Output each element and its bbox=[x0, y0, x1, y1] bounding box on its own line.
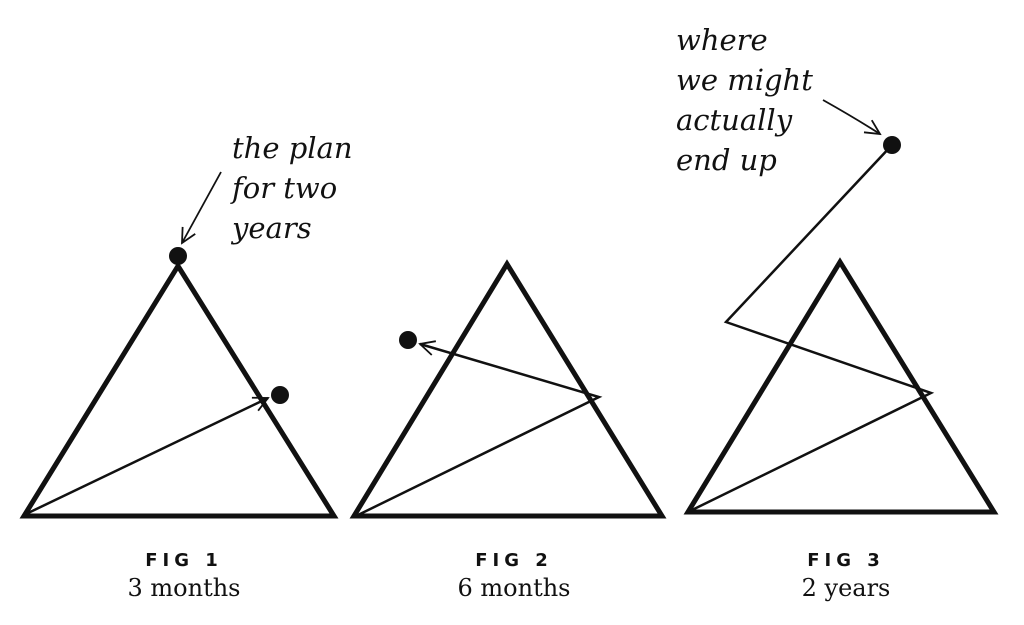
fig-1-progress-line bbox=[25, 398, 268, 516]
fig-1-annotation-line: for two bbox=[232, 171, 338, 205]
fig-1-annotation: the plan for two years bbox=[232, 128, 353, 248]
fig-1-period: 3 months bbox=[127, 574, 241, 602]
fig-3-caption: FIG 3 2 years bbox=[746, 549, 946, 603]
fig-1-annotation-line: the plan bbox=[232, 131, 353, 165]
fig-2-current-point bbox=[399, 331, 417, 349]
fig-3-progress-path bbox=[689, 144, 935, 513]
fig-1-caption: FIG 1 3 months bbox=[84, 549, 284, 603]
fig-1-annotation-arrow bbox=[182, 171, 222, 243]
fig-3-period: 2 years bbox=[801, 574, 891, 602]
fig-3-drawing bbox=[683, 99, 999, 515]
fig-1-label: FIG 1 bbox=[145, 550, 223, 571]
fig-2-caption: FIG 2 6 months bbox=[414, 549, 614, 603]
fig-3-triangle bbox=[683, 257, 999, 515]
fig-2-triangle bbox=[349, 259, 667, 519]
fig-1-annotation-line: years bbox=[232, 211, 312, 245]
fig-3-annotation-line: where bbox=[676, 23, 768, 57]
fig-2-label: FIG 2 bbox=[475, 550, 553, 571]
fig-3-end-point bbox=[883, 136, 901, 154]
fig-3-annotation-line: end up bbox=[676, 143, 777, 177]
fig-2-progress-path bbox=[357, 344, 603, 517]
fig-2-period: 6 months bbox=[457, 574, 571, 602]
fig-1-drawing bbox=[19, 171, 339, 519]
fig-2-drawing bbox=[349, 259, 667, 519]
fig-3-annotation-arrow bbox=[822, 99, 880, 134]
fig-1-current-point bbox=[271, 386, 289, 404]
fig-1-plan-point bbox=[169, 247, 187, 265]
fig-1-triangle bbox=[19, 261, 339, 519]
fig-3-annotation: where we might actually end up bbox=[676, 20, 813, 180]
fig-3-label: FIG 3 bbox=[807, 550, 885, 571]
fig-3-annotation-line: we might bbox=[676, 63, 813, 97]
fig-3-annotation-line: actually bbox=[676, 103, 793, 137]
